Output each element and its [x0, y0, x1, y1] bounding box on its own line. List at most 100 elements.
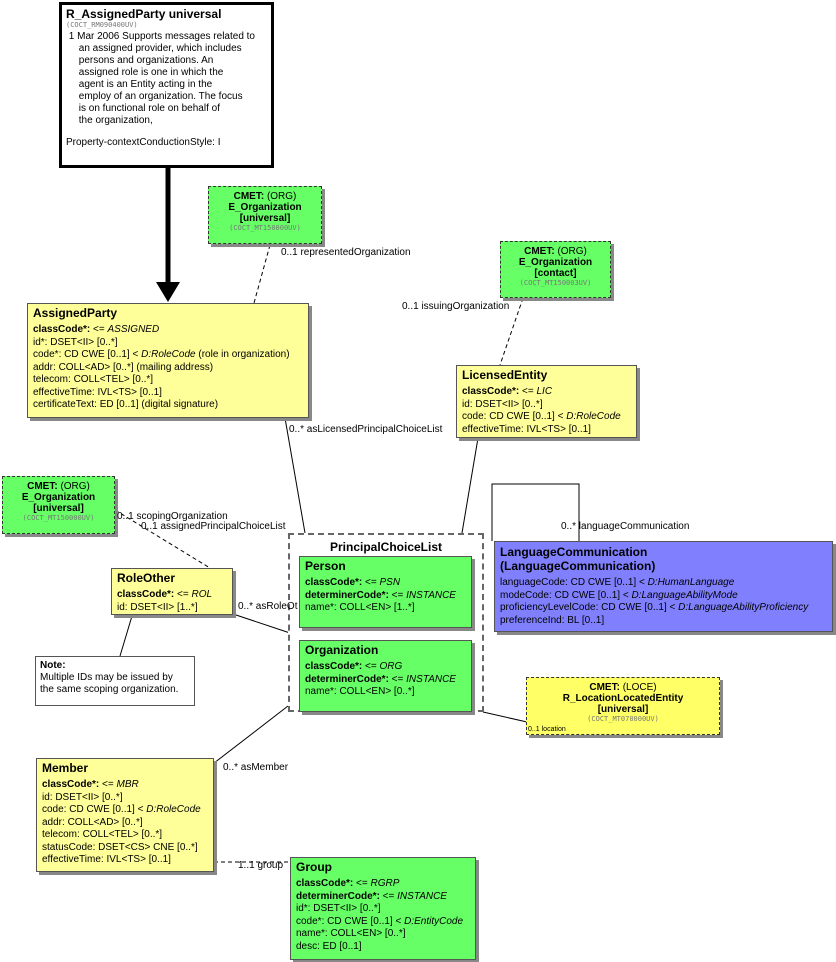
member-pcl-line: [204, 705, 289, 771]
attr-name: classCode*:: [296, 878, 354, 889]
cmet-name: R_LocationLocatedEntity: [562, 693, 684, 704]
label-scoping-organization: 0..1 scopingOrganization: [117, 511, 228, 522]
attribute: effectiveTime: IVL<TS> [0..1]: [42, 854, 171, 865]
attribute: addr: COLL<AD> [0..*] (mailing address): [33, 361, 214, 373]
description-line: assigned role is one in which the: [78, 67, 224, 78]
entry-point-box: R_AssignedParty universal (COCT_RM090400…: [59, 2, 274, 168]
attr-op: <=: [519, 386, 537, 397]
person-class: Person classCode*: <= PSN determinerCode…: [299, 556, 472, 628]
location-line: [482, 711, 528, 723]
cmet-variant: [contact]: [534, 268, 577, 279]
attribute-list: classCode*: <= ROL id: DSET<II> [1..*]: [112, 589, 232, 614]
attr-value: ROL: [191, 589, 213, 600]
class-title: AssignedParty: [33, 306, 118, 320]
attribute: certificateText: ED [0..1] (digital sign…: [33, 399, 219, 410]
roleother-pcl-line: [232, 613, 291, 634]
cmet-class: (ORG): [554, 246, 587, 257]
cmet-line1: CMET: (LOCE): [527, 682, 719, 693]
organization-class: Organization classCode*: <= ORG determin…: [299, 640, 472, 712]
cmet-variant: [universal]: [239, 213, 291, 224]
attr-name: determinerCode*:: [305, 589, 389, 601]
attribute: determinerCode*: <= INSTANCE: [305, 674, 466, 687]
attribute: classCode*: <= ASSIGNED: [33, 324, 303, 337]
attr-name: classCode*:: [305, 661, 363, 672]
attribute: effectiveTime: IVL<TS> [0..1]: [33, 386, 162, 398]
attr-op: <=: [99, 779, 117, 790]
attribute: determinerCode*: <= INSTANCE: [296, 891, 470, 904]
entry-point-title: R_AssignedParty universal: [66, 7, 222, 21]
class-title-line: LanguageCommunication: [500, 545, 648, 559]
label-issuing-organization: 0..1 issuingOrganization: [402, 301, 510, 312]
label-location: 0..1 location: [528, 726, 566, 733]
attribute: name*: COLL<EN> [1..*]: [305, 602, 415, 613]
attr-text: (role in organization): [195, 349, 290, 360]
cmet-class: (ORG): [57, 481, 90, 492]
attr-name: classCode*:: [305, 577, 363, 588]
attr-name: determinerCode*:: [296, 890, 380, 902]
choice-title: PrincipalChoiceList: [329, 540, 443, 554]
attr-domain: D:HumanLanguage: [647, 577, 735, 588]
attribute: telecom: COLL<TEL> [0..*]: [42, 829, 163, 840]
cmet-label: CMET:: [233, 191, 265, 202]
attribute: classCode*: <= ROL: [117, 589, 227, 602]
attribute: id*: DSET<II> [0..*]: [296, 903, 381, 914]
attr-domain: D:LanguageAbilityProficiency: [678, 602, 809, 613]
cmet-variant: [universal]: [597, 704, 649, 715]
cmet-name: E_Organization: [518, 257, 593, 268]
attribute-list: classCode*: <= MBR id: DSET<II> [0..*] c…: [37, 779, 213, 867]
cmet-name: E_Organization: [228, 202, 302, 213]
note-title: Note:: [40, 660, 66, 671]
attribute: statusCode: DSET<CS> CNE [0..*]: [42, 841, 198, 853]
cmet-loce: CMET: (LOCE) R_LocationLocatedEntity [un…: [526, 677, 720, 735]
attr-name: classCode*:: [33, 324, 91, 335]
attribute-list: classCode*: <= ASSIGNED id*: DSET<II> [0…: [28, 324, 308, 412]
note-text: Multiple IDs may be issued by: [40, 672, 173, 683]
class-title: Member: [42, 761, 89, 775]
attribute: id: DSET<II> [0..*]: [462, 398, 543, 410]
attribute: classCode*: <= ORG: [305, 661, 466, 674]
attr-value: INSTANCE: [397, 890, 447, 902]
attribute: classCode*: <= LIC: [462, 386, 631, 399]
cmet-label: CMET:: [524, 246, 555, 257]
entry-point-style: Property-contextConductionStyle: I: [66, 137, 221, 148]
attr-text: languageCode: CD CWE [0..1] <: [500, 577, 648, 588]
attr-domain: D:EntityCode: [404, 915, 464, 927]
cmet-variant: [universal]: [33, 503, 84, 514]
description-line: the organization,: [78, 115, 153, 126]
attribute: id*: DSET<II> [0..*]: [33, 336, 118, 348]
description-line: 1 Mar 2006 Supports messages related to: [68, 31, 255, 42]
attribute: effectiveTime: IVL<TS> [0..1]: [462, 423, 591, 435]
cmet-code: (COCT_MT150003UV): [519, 279, 592, 287]
attribute: modeCode: CD CWE [0..1] < D:LanguageAbil…: [500, 590, 827, 603]
attribute: proficiencyLevelCode: CD CWE [0..1] < D:…: [500, 602, 827, 615]
assigned-party-class: AssignedParty classCode*: <= ASSIGNED id…: [27, 303, 309, 418]
attr-text: code*: CD CWE [0..1] <: [296, 915, 405, 927]
cmet-code: (COCT_MT070000UV): [587, 715, 659, 723]
attr-domain: D:RoleCode: [566, 411, 621, 422]
class-title: RoleOther: [117, 571, 176, 585]
licensed-pcl-line: [461, 437, 479, 534]
attribute: id: DSET<II> [1..*]: [117, 601, 198, 613]
label-as-role-other: 0..* asRoleOt: [238, 601, 298, 612]
attr-text: modeCode: CD CWE [0..1] <: [500, 589, 632, 601]
attr-value: ASSIGNED: [107, 324, 160, 335]
attr-value: ORG: [379, 661, 403, 672]
description-line: agent is an Entity acting in the: [78, 79, 213, 90]
attr-op: <=: [379, 890, 398, 902]
cmet-class: (LOCE): [619, 682, 657, 693]
attribute: name*: COLL<EN> [0..*]: [305, 686, 415, 697]
attribute: code: CD CWE [0..1] < D:RoleCode: [42, 804, 208, 817]
attribute-list: classCode*: <= PSN determinerCode*: <= I…: [300, 577, 471, 615]
note-box: Note: Multiple IDs may be issued by the …: [35, 656, 195, 706]
attr-domain: D:RoleCode: [141, 349, 196, 360]
attr-op: <=: [90, 324, 108, 335]
attribute: code*: CD CWE [0..1] < D:EntityCode: [296, 916, 470, 929]
attr-value: INSTANCE: [406, 673, 456, 685]
cmet-org-universal-top: CMET: (ORG) E_Organization [universal] (…: [208, 186, 322, 244]
cmet-class: (ORG): [264, 191, 297, 202]
label-group: 1..1 group: [238, 860, 284, 871]
attr-op: <=: [388, 673, 407, 685]
attr-name: determinerCode*:: [305, 673, 389, 685]
attribute-list: classCode*: <= RGRP determinerCode*: <= …: [291, 878, 475, 953]
